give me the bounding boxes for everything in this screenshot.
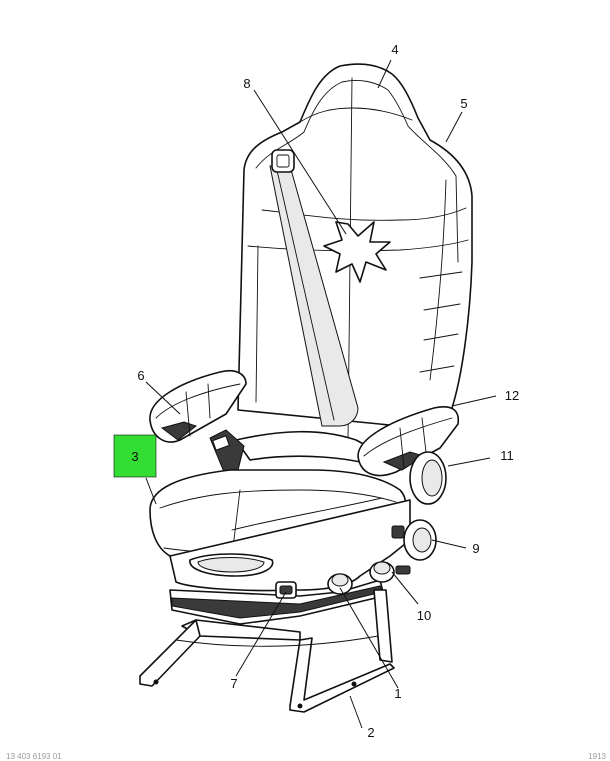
left-armrest xyxy=(149,369,247,443)
callout-12: 12 xyxy=(505,388,519,403)
callout-9: 9 xyxy=(472,541,479,556)
callout-3-highlight xyxy=(113,434,157,478)
callout-2: 2 xyxy=(367,725,374,740)
callout-10: 10 xyxy=(417,608,431,623)
airbag-symbol xyxy=(323,221,391,283)
callout-leaders xyxy=(145,59,497,729)
callout-3: 3 xyxy=(131,449,138,464)
callout-8: 8 xyxy=(243,76,250,91)
footer-left-code: 13 403 6193 01 xyxy=(6,752,62,761)
right-armrest xyxy=(357,406,460,477)
callout-1: 1 xyxy=(394,686,401,701)
callout-4: 4 xyxy=(391,42,398,57)
callout-11: 11 xyxy=(500,448,514,463)
footer-right-code: 1913 xyxy=(588,752,606,761)
callout-5: 5 xyxy=(460,96,467,111)
callout-7: 7 xyxy=(230,676,237,691)
seat-riser xyxy=(139,589,395,713)
seat-belt-buckle xyxy=(209,429,245,473)
seat-base xyxy=(169,451,447,625)
callout-6: 6 xyxy=(137,368,144,383)
callout-labels: 1 2 3 4 5 6 7 8 9 10 11 12 xyxy=(113,42,519,740)
